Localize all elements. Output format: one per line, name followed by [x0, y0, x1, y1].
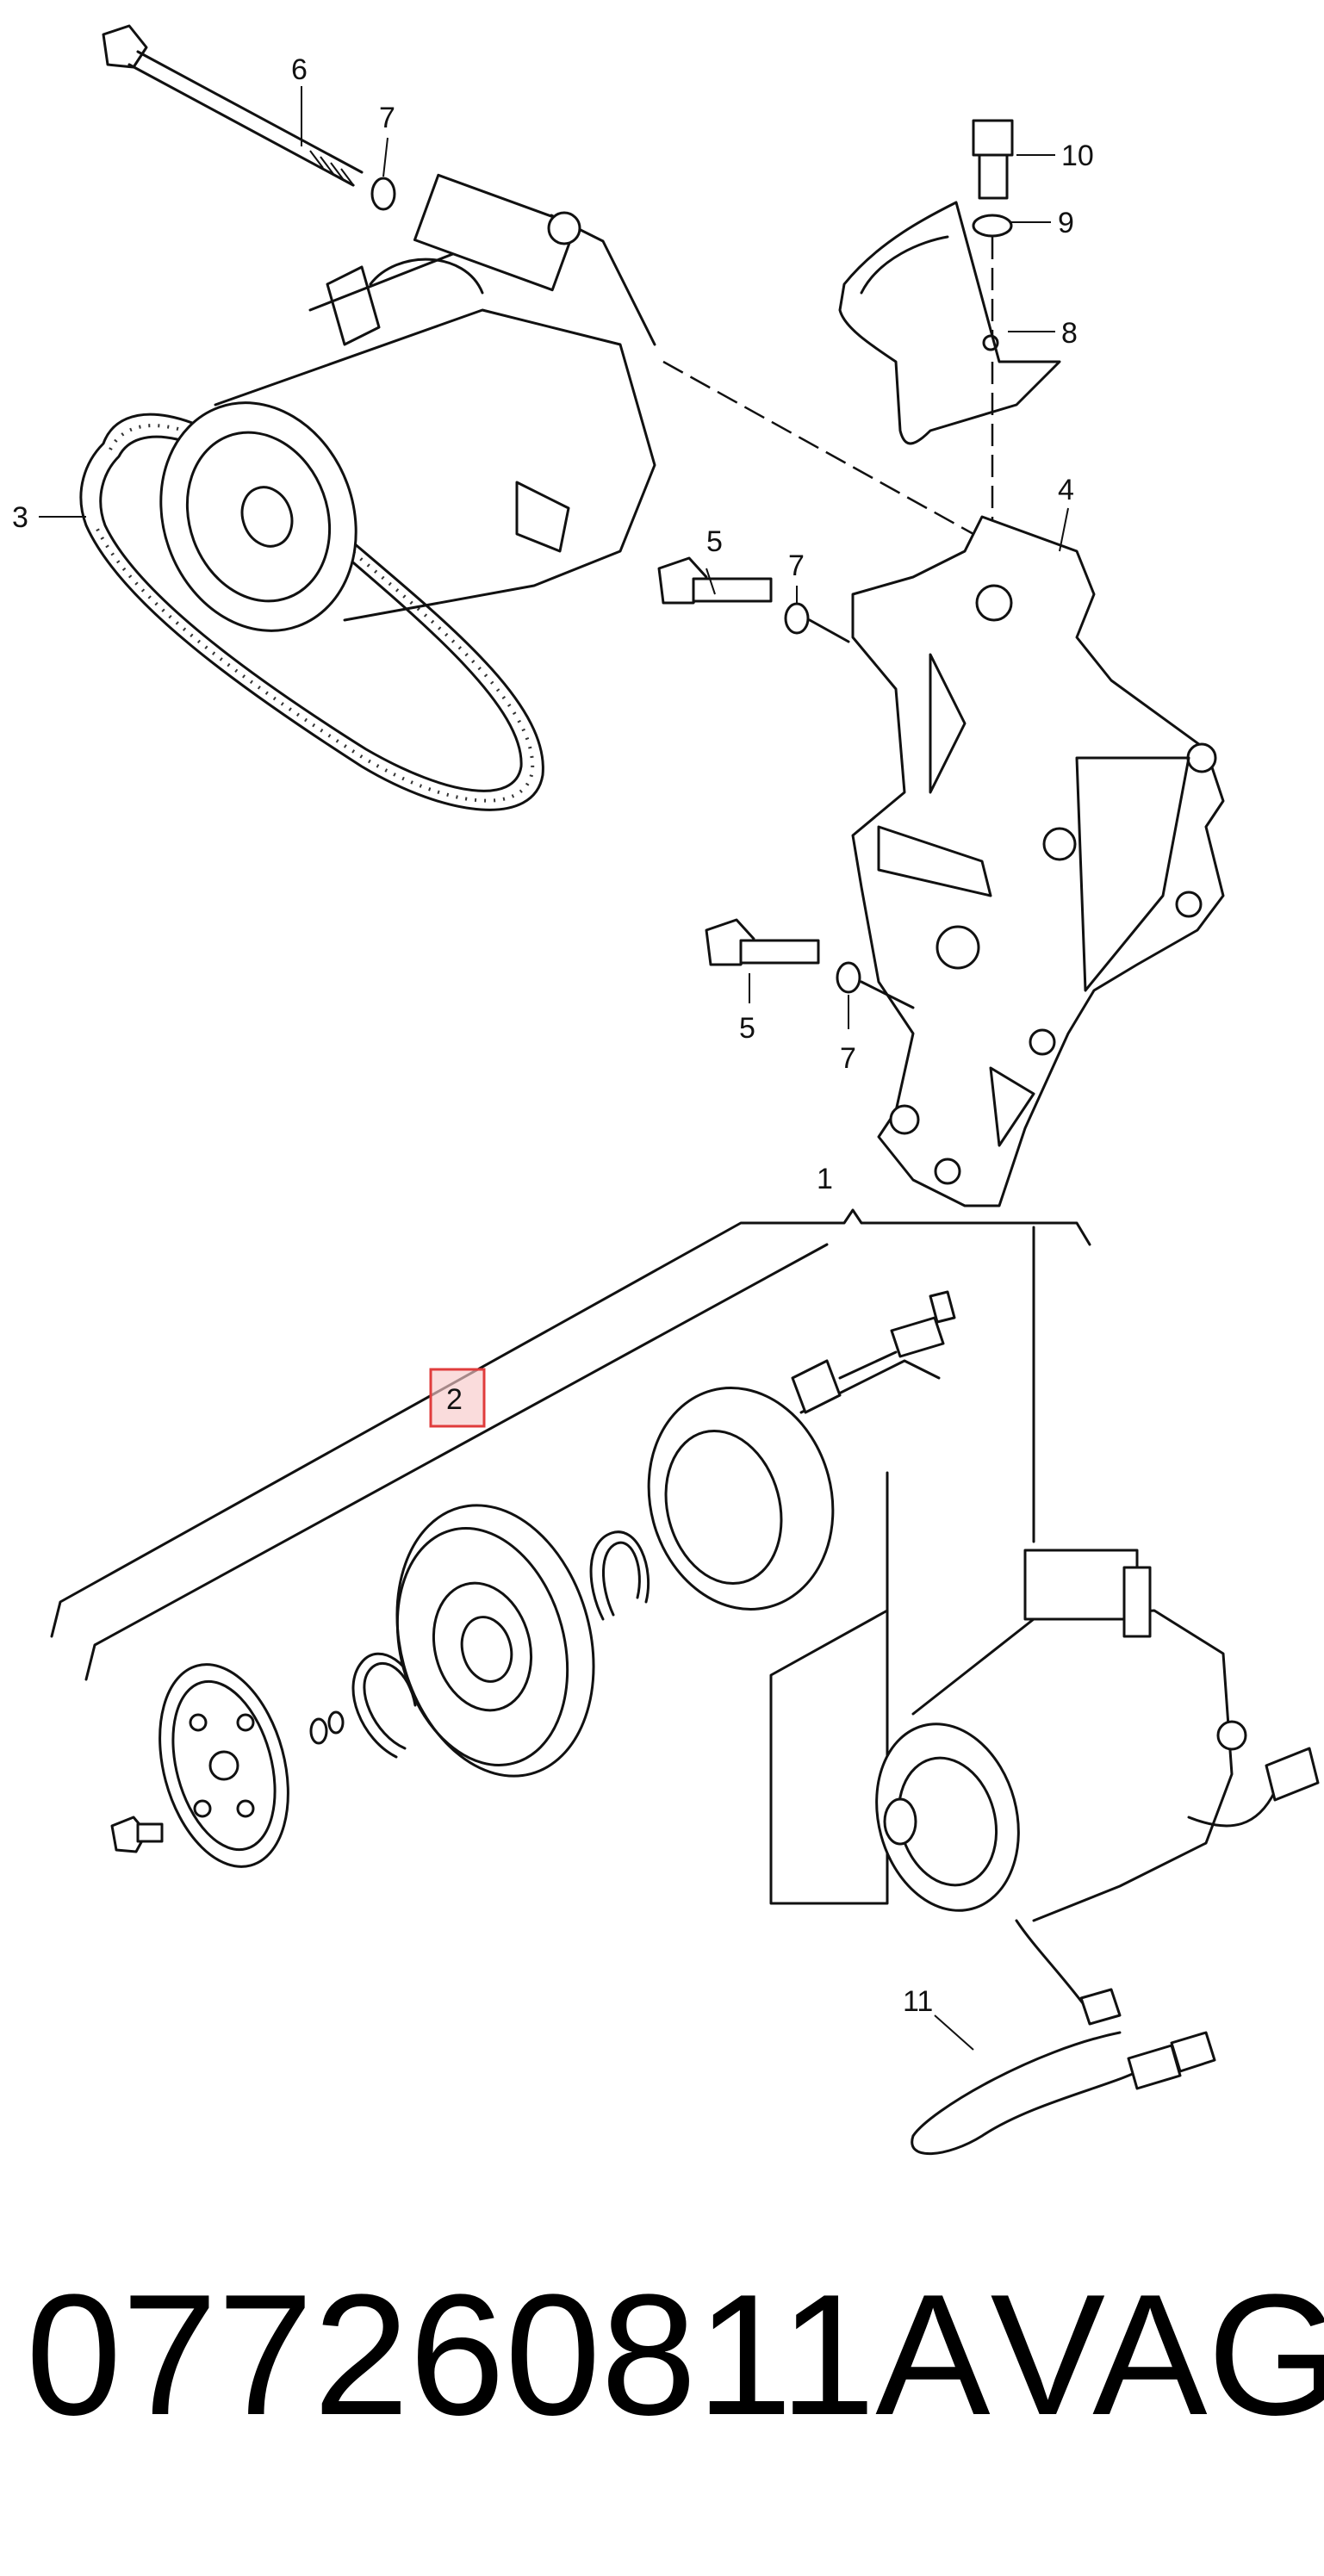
washer — [370, 177, 396, 211]
shims — [309, 1710, 345, 1745]
callout-9: 9 — [1058, 207, 1074, 239]
callout-7: 7 — [840, 1042, 856, 1075]
small-bolt — [110, 1816, 164, 1853]
callout-5: 5 — [706, 525, 723, 558]
compressor-assembly-top — [79, 24, 974, 811]
heat-shield — [838, 201, 1061, 445]
hex-bolt — [657, 556, 773, 605]
callout-2-highlight[interactable]: 2 — [429, 1368, 486, 1428]
callout-8: 8 — [1061, 317, 1078, 350]
hex-bolt — [705, 918, 820, 966]
mounting-bracket — [851, 515, 1225, 1207]
washer — [784, 602, 810, 635]
leader-lines — [39, 86, 1069, 2051]
callout-7: 7 — [379, 102, 395, 134]
compressor-body — [159, 173, 656, 632]
group-bracket — [50, 1208, 1091, 1638]
callout-6: 6 — [291, 53, 308, 86]
part-number: 077260811A — [26, 2259, 991, 2451]
part-caption: 077260811A VAG — [26, 2248, 1324, 2463]
exploded-parts-diagram: 6 7 3 10 9 8 4 5 7 5 7 1 11 2 — [12, 24, 1320, 2156]
callout-4: 4 — [1058, 474, 1074, 506]
clutch-pulley — [395, 1504, 595, 1778]
callout-7: 7 — [788, 549, 805, 582]
retaining-ring — [589, 1530, 650, 1621]
callout-2: 2 — [446, 1383, 463, 1416]
long-bolt — [102, 24, 364, 187]
sensor-cable — [911, 2031, 1216, 2156]
field-coil — [647, 1290, 956, 1611]
brand-label: VAG — [990, 2259, 1324, 2451]
small-bolt — [972, 119, 1014, 200]
clutch-front-plate — [159, 1663, 289, 1868]
subgroup-bracket — [84, 1243, 829, 1681]
callout-10: 10 — [1061, 140, 1094, 172]
washer — [836, 961, 861, 994]
callout-3: 3 — [12, 501, 28, 534]
callout-1: 1 — [817, 1163, 833, 1195]
washer — [972, 214, 1013, 238]
compressor-assembly-bottom — [875, 1549, 1320, 2026]
callout-11: 11 — [903, 1985, 933, 2018]
callout-labels: 6 7 3 10 9 8 4 5 7 5 7 1 11 — [12, 53, 1094, 2018]
callout-5: 5 — [739, 1012, 755, 1045]
